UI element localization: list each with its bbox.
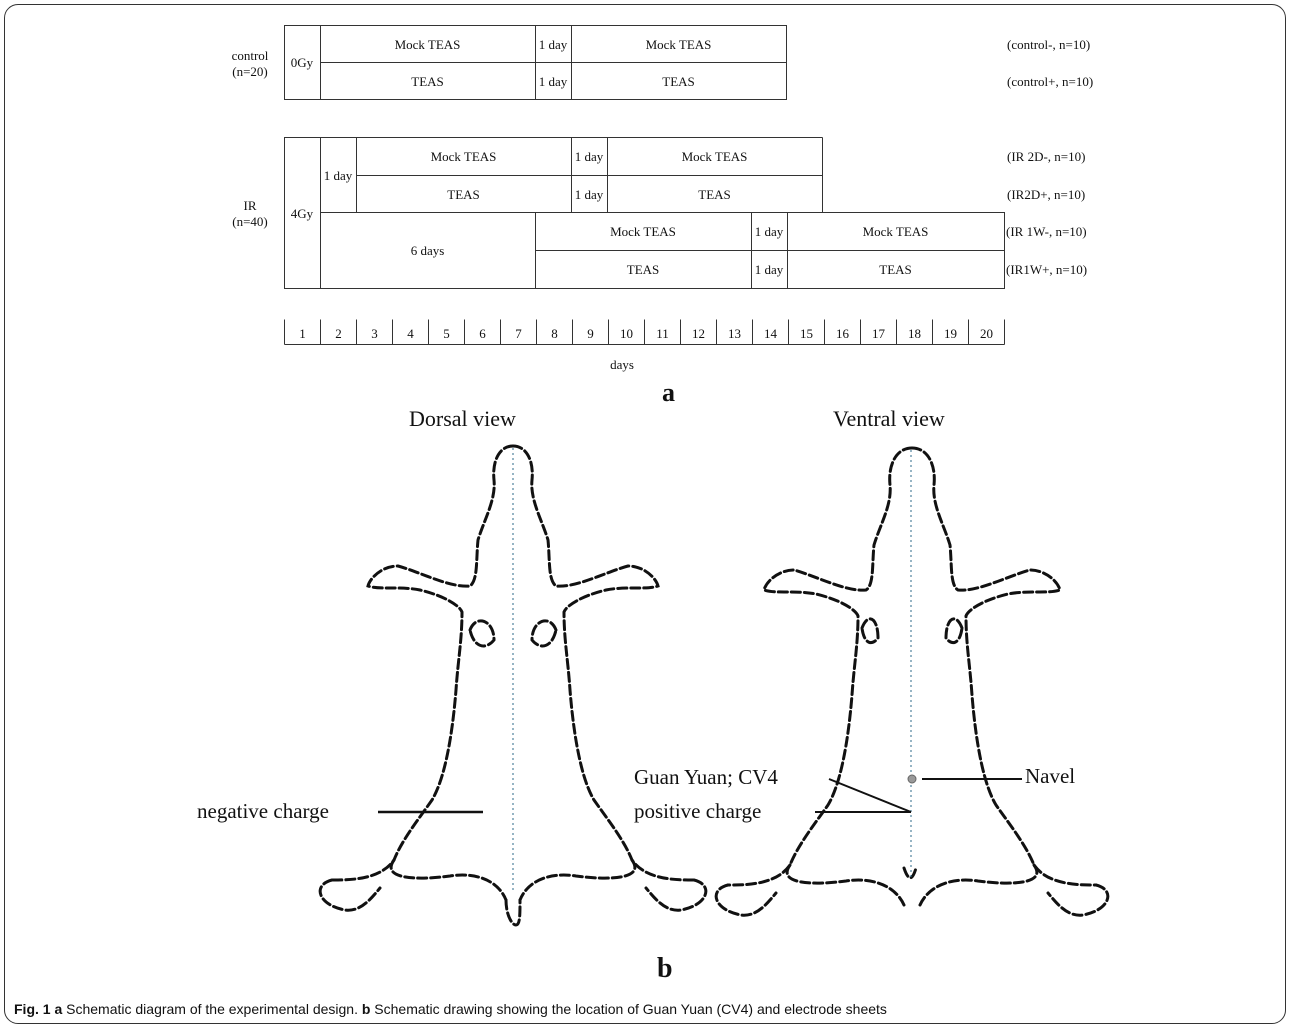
figure-caption: Fig. 1 a Schematic diagram of the experi… xyxy=(14,1001,887,1017)
caption-a-text: Schematic diagram of the experimental de… xyxy=(62,1001,362,1017)
ventral-rat-outline xyxy=(716,448,1108,915)
negative-charge-label: negative charge xyxy=(197,801,329,822)
navel-marker xyxy=(908,775,916,783)
positive-charge-label: positive charge xyxy=(634,801,761,822)
caption-b-text: Schematic drawing showing the location o… xyxy=(370,1001,887,1017)
navel-label: Navel xyxy=(1025,766,1075,787)
guan-yuan-label: Guan Yuan; CV4 xyxy=(634,767,778,788)
panel-b-label: b xyxy=(657,955,673,983)
caption-fig: Fig. 1 xyxy=(14,1001,51,1017)
